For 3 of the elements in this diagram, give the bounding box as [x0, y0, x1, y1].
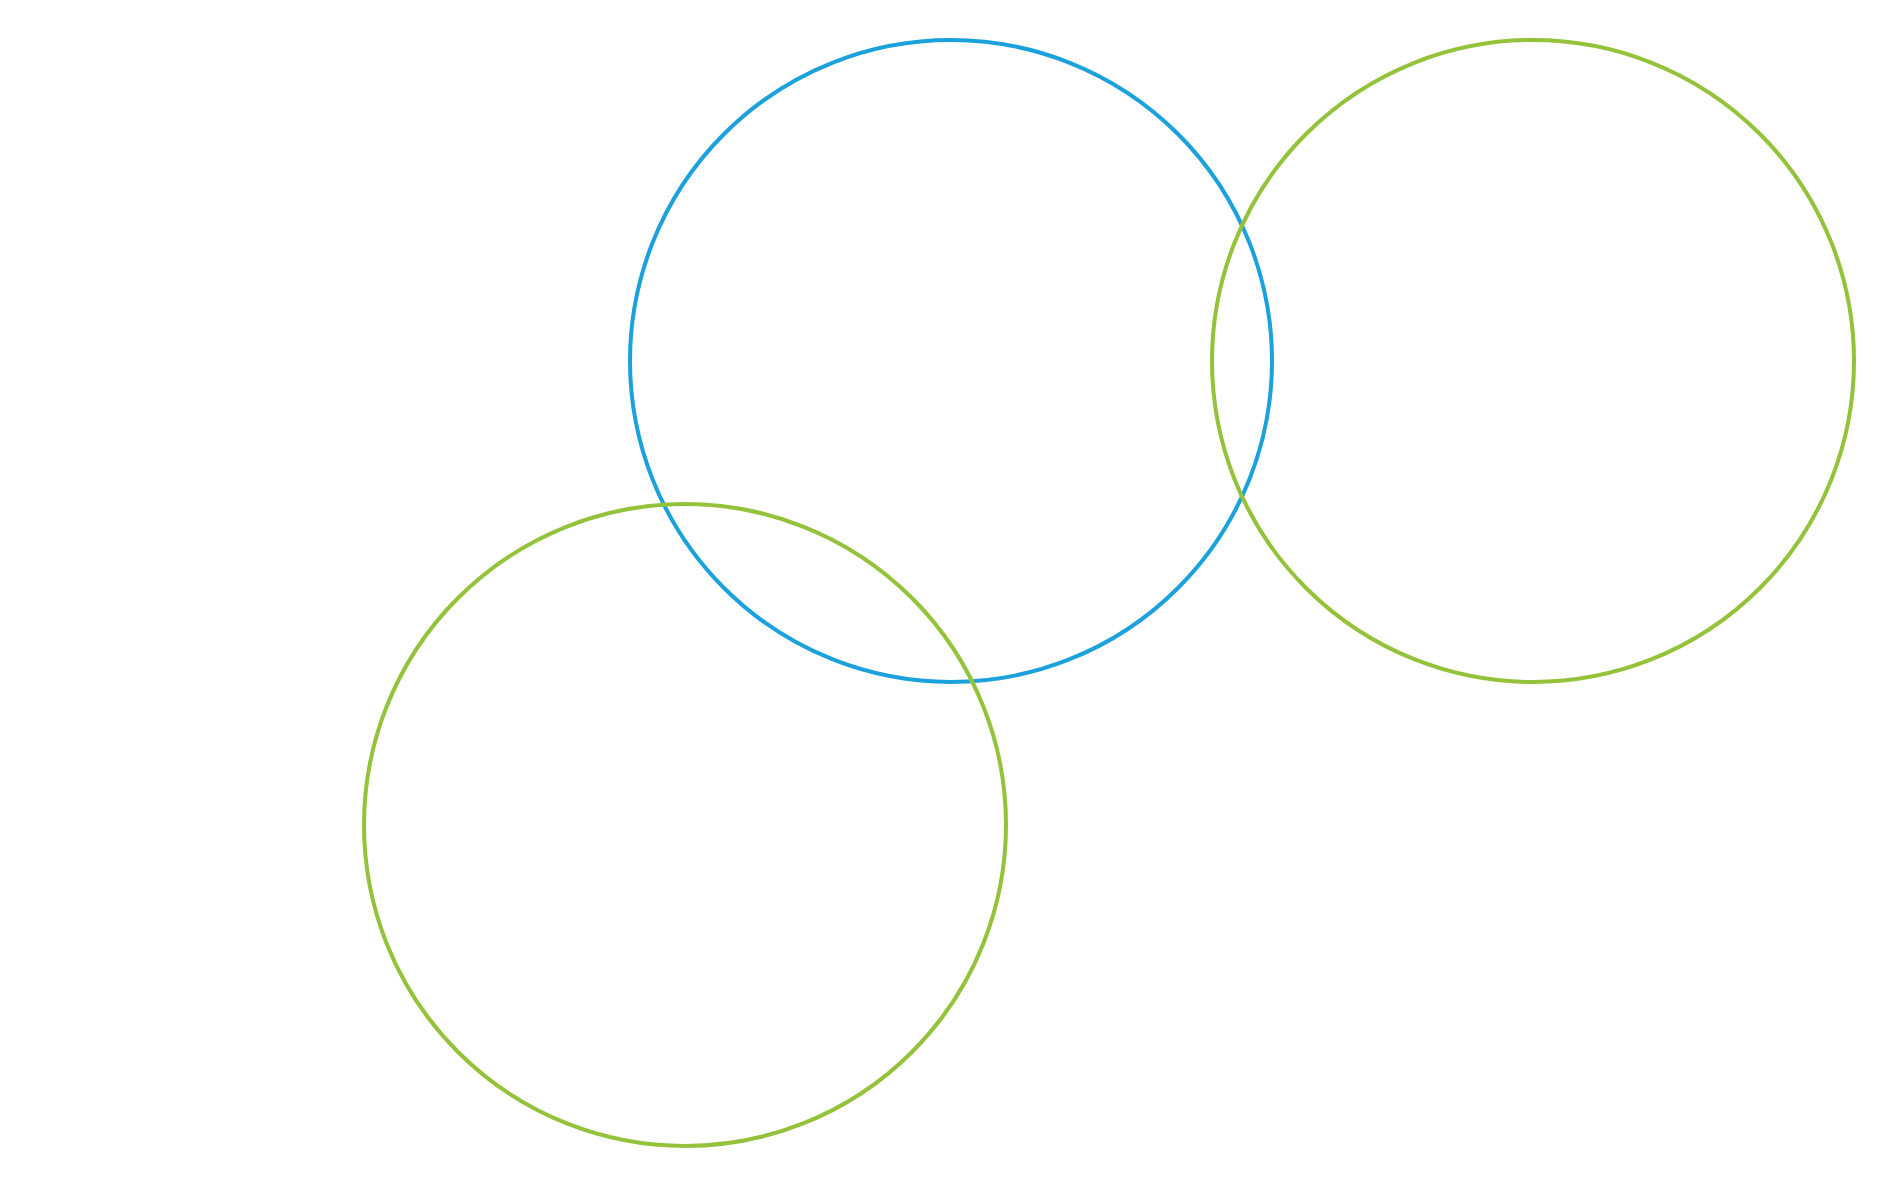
circle-outline: [362, 502, 1008, 1148]
circle-outline: [1210, 38, 1856, 684]
circle-outline: [628, 38, 1274, 684]
